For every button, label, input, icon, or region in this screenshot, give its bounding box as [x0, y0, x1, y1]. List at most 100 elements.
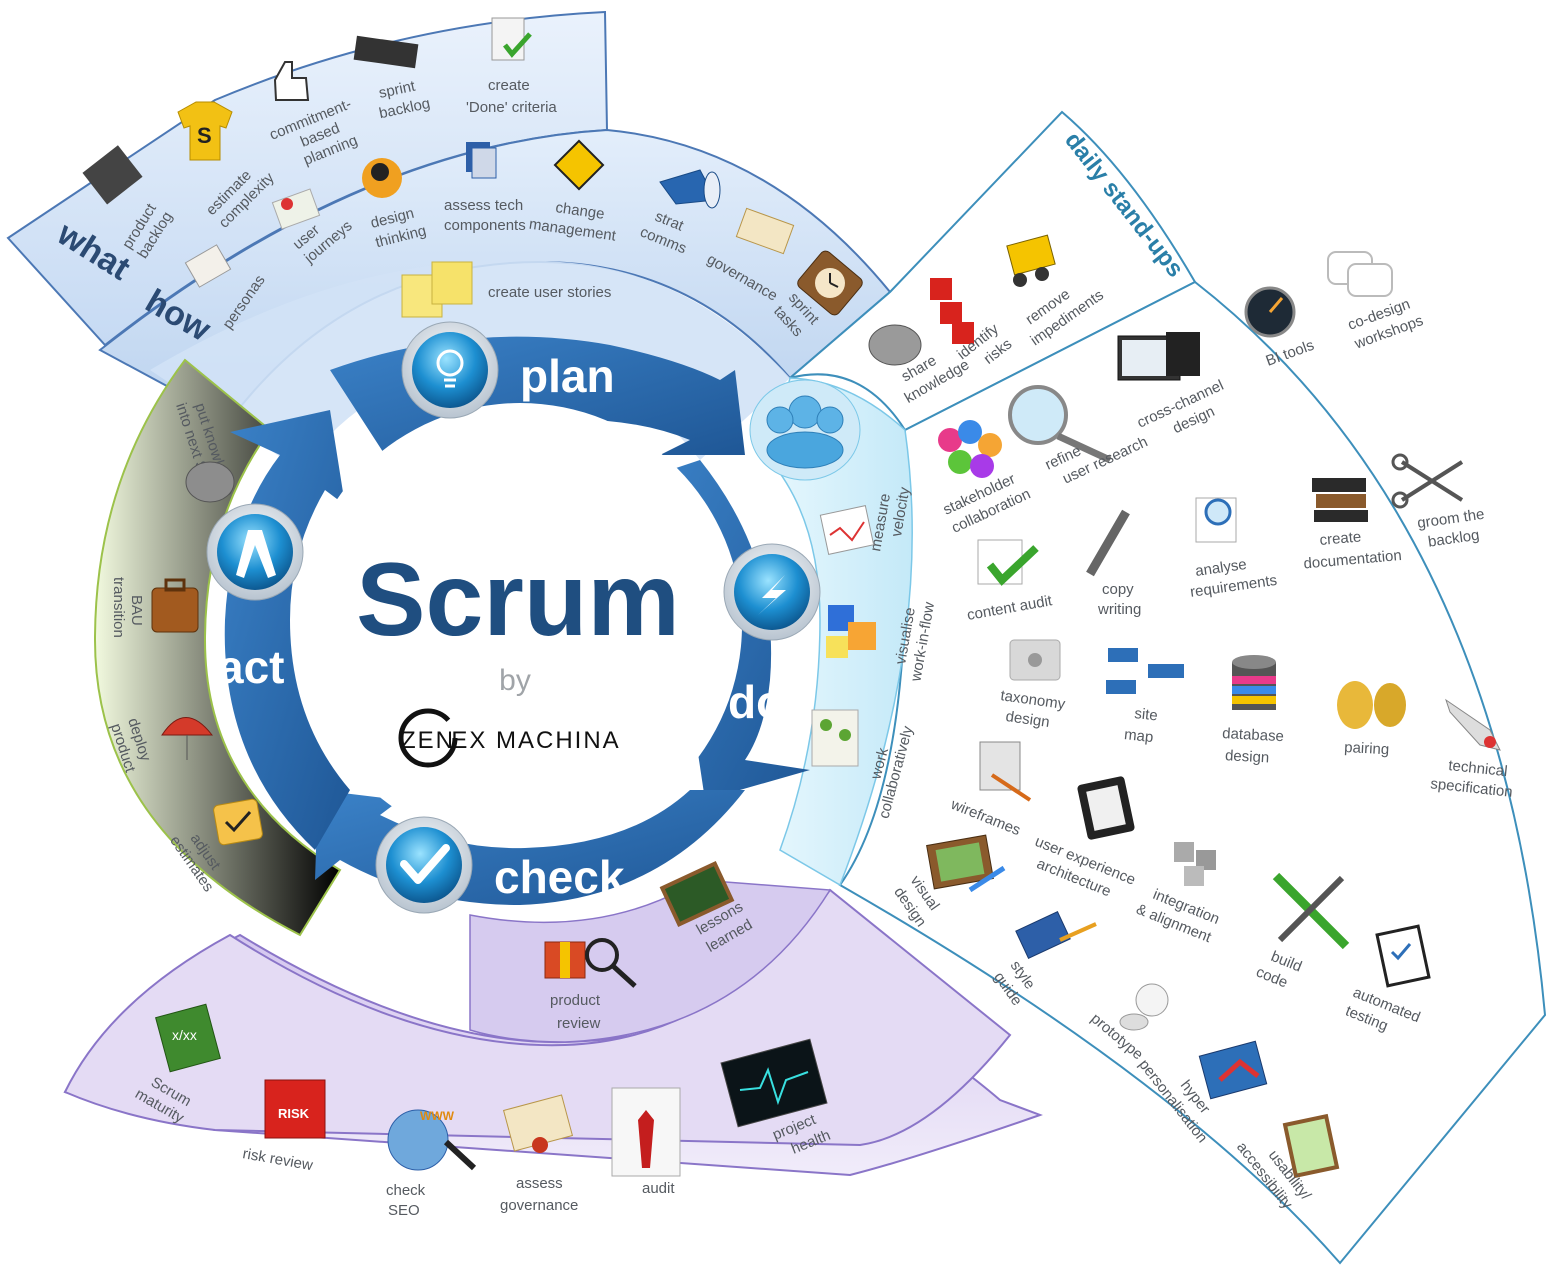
act-orb[interactable]	[206, 503, 304, 601]
phase-plan-label: plan	[520, 350, 615, 402]
check-outer-items: x/xx Scrum maturity RISK risk review WWW…	[132, 1003, 833, 1219]
folder-icon	[1009, 639, 1061, 681]
do-outer-item[interactable]: copy writing	[1097, 581, 1141, 618]
certificate-scroll-icon	[502, 1094, 574, 1153]
personalisation-screen-icon	[1198, 1040, 1268, 1100]
do-outer-item[interactable]: database design	[1221, 725, 1285, 767]
how-item[interactable]: assess tech components	[444, 197, 526, 234]
svg-text:change: change	[554, 199, 605, 223]
what-item[interactable]: create 'Done' criteria	[466, 77, 557, 116]
svg-text:backlog: backlog	[1427, 527, 1481, 551]
lightning-icon	[758, 575, 786, 615]
checkmark-icon	[400, 844, 450, 884]
svg-text:site: site	[1134, 705, 1159, 724]
brand-left: ZEN	[401, 727, 455, 754]
svg-text:RISK: RISK	[278, 1106, 310, 1121]
parachute-icon	[161, 717, 214, 760]
heart-monitor-icon	[720, 1038, 828, 1128]
svg-text:review: review	[557, 1015, 601, 1032]
check-outer-item[interactable]: audit	[642, 1180, 675, 1197]
risk-blocks-icon	[930, 278, 974, 344]
do-outer-band	[838, 280, 1547, 1265]
head-brain-icon	[362, 158, 402, 198]
thumbs-up-icon	[273, 61, 310, 101]
chart-report-icon	[819, 505, 875, 555]
svg-text:BI tools: BI tools	[1264, 337, 1317, 370]
check-inner-band	[469, 879, 832, 1043]
rocket-icon	[1445, 698, 1501, 751]
screwdriver-spanner-icon	[1272, 872, 1350, 950]
easel-brush-icon	[926, 834, 1006, 893]
do-orb[interactable]	[723, 543, 821, 641]
pen-icon	[1086, 509, 1130, 577]
magnifier-people-icon	[1008, 385, 1112, 464]
do-inner-band	[769, 377, 913, 887]
check-outer-item[interactable]: risk review	[241, 1145, 314, 1174]
gift-magnifier-icon	[544, 938, 637, 988]
svg-text:create: create	[488, 77, 530, 94]
svg-text:product: product	[550, 992, 601, 1009]
tablet-pen-icon	[1077, 776, 1135, 840]
svg-text:writing: writing	[1097, 601, 1141, 618]
map-pin-icon	[271, 188, 321, 230]
do-outer-item[interactable]: BI tools	[1264, 337, 1317, 370]
tshirt-dollar-icon: S	[177, 101, 233, 161]
plan-inner-label[interactable]: create user stories	[488, 284, 611, 301]
megaphone-icon	[659, 169, 721, 209]
plan-orb[interactable]	[401, 321, 499, 419]
pears-icon	[1337, 681, 1406, 729]
svg-text:design: design	[1225, 747, 1270, 766]
svg-text:x/xx: x/xx	[172, 1027, 197, 1043]
svg-text:pairing: pairing	[1344, 739, 1390, 758]
svg-text:check: check	[386, 1182, 426, 1199]
puzzle-pieces-icon	[1174, 842, 1216, 886]
briefcase-icon	[151, 578, 199, 633]
database-icon	[1232, 655, 1276, 710]
act-item[interactable]: BAU transition	[110, 577, 145, 638]
whistle-playbook-icon: x/xx	[155, 1003, 221, 1073]
brand-right: EX MACHINA	[451, 727, 620, 754]
colourful-people-icon	[938, 420, 1002, 478]
svg-text:'Done' criteria: 'Done' criteria	[466, 99, 557, 116]
svg-text:BAU: BAU	[128, 595, 145, 626]
team-orb	[749, 379, 861, 481]
svg-text:components: components	[444, 217, 526, 234]
components-icon	[466, 142, 497, 179]
svg-text:create: create	[1319, 528, 1362, 549]
collaboration-people-icon	[811, 709, 859, 767]
clipboard-checklist-icon	[1375, 924, 1431, 988]
zen-ex-machina-logo: ZEN EX MACHINA	[398, 708, 620, 768]
door-window-icon	[1282, 1113, 1340, 1179]
act-band	[93, 358, 342, 937]
svg-text:technical: technical	[1448, 757, 1509, 780]
do-outer-item[interactable]: co-design workshops	[1345, 293, 1426, 353]
svg-text:transition: transition	[110, 577, 127, 638]
check-outer-item[interactable]: check SEO	[386, 1182, 426, 1219]
chalkboard-icon	[659, 860, 735, 928]
persona-card-icon	[184, 244, 232, 288]
svg-text:assess: assess	[516, 1175, 563, 1192]
do-inner-items: measure velocity visualise work-in-flow …	[811, 485, 938, 820]
bulldozer-icon	[1006, 234, 1056, 287]
clock-icon	[797, 250, 863, 316]
colour-squares-icon	[826, 605, 876, 658]
shirt-tie-icon	[611, 1087, 681, 1177]
do-outer-item[interactable]: site map	[1123, 704, 1158, 746]
check-outer-item[interactable]: assess governance	[500, 1175, 578, 1214]
do-outer-item[interactable]: pairing	[1344, 739, 1390, 758]
do-outer-item[interactable]: groom the backlog	[1416, 506, 1488, 552]
svg-text:S: S	[197, 123, 212, 148]
checked-document-icon	[491, 17, 532, 61]
svg-text:governance: governance	[500, 1197, 578, 1214]
check-inner-item[interactable]: product review	[550, 992, 601, 1032]
books-icon	[1312, 478, 1368, 522]
notebook-icon	[82, 145, 143, 205]
brain-icon	[868, 324, 922, 366]
svg-text:map: map	[1123, 726, 1154, 746]
brain-icon	[185, 461, 235, 503]
check-orb[interactable]	[375, 816, 473, 914]
svg-text:SEO: SEO	[388, 1202, 420, 1219]
scissors-comb-icon	[1391, 453, 1464, 509]
analysis-magnifier-icon	[1195, 497, 1237, 543]
